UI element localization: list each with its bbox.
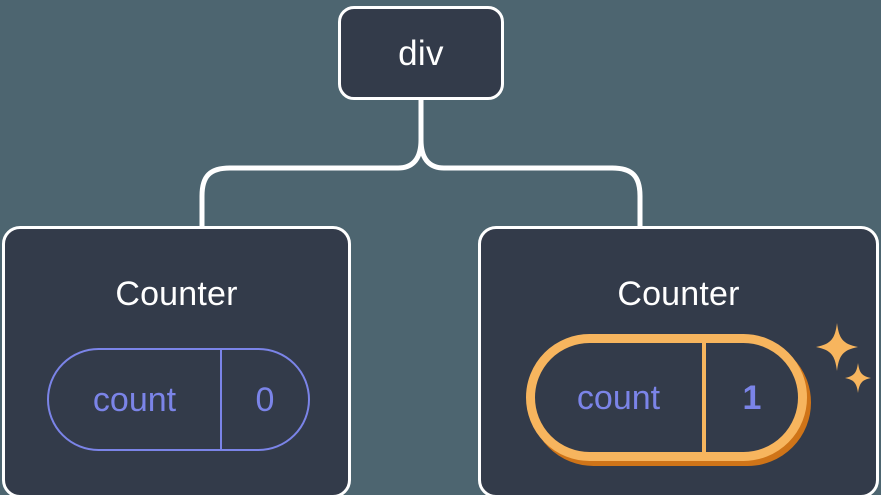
counter-right-state-pill[interactable]: count 1 (526, 334, 811, 466)
sparkle-large-icon (816, 323, 858, 371)
node-div[interactable]: div (338, 6, 504, 100)
node-counter-left[interactable]: Counter count 0 (2, 226, 351, 498)
node-div-label: div (398, 33, 444, 73)
counter-right-state-key: count (535, 343, 706, 452)
counter-left-state-value: 0 (255, 380, 275, 419)
node-counter-right[interactable]: Counter count 1 (478, 226, 879, 498)
edge-to-left-counter (199, 165, 233, 229)
counter-right-state-value: 1 (742, 378, 762, 417)
counter-left-state-key: count (49, 350, 222, 449)
counter-left-title: Counter (115, 275, 238, 313)
edge-fork-right (418, 137, 615, 171)
edge-to-right-counter (609, 165, 643, 229)
edge-fork-left (227, 137, 424, 171)
counter-right-title: Counter (617, 275, 740, 313)
counter-left-state-pill[interactable]: count 0 (47, 348, 310, 451)
sparkle-small-icon (845, 363, 871, 393)
sparkles-group (816, 323, 871, 393)
